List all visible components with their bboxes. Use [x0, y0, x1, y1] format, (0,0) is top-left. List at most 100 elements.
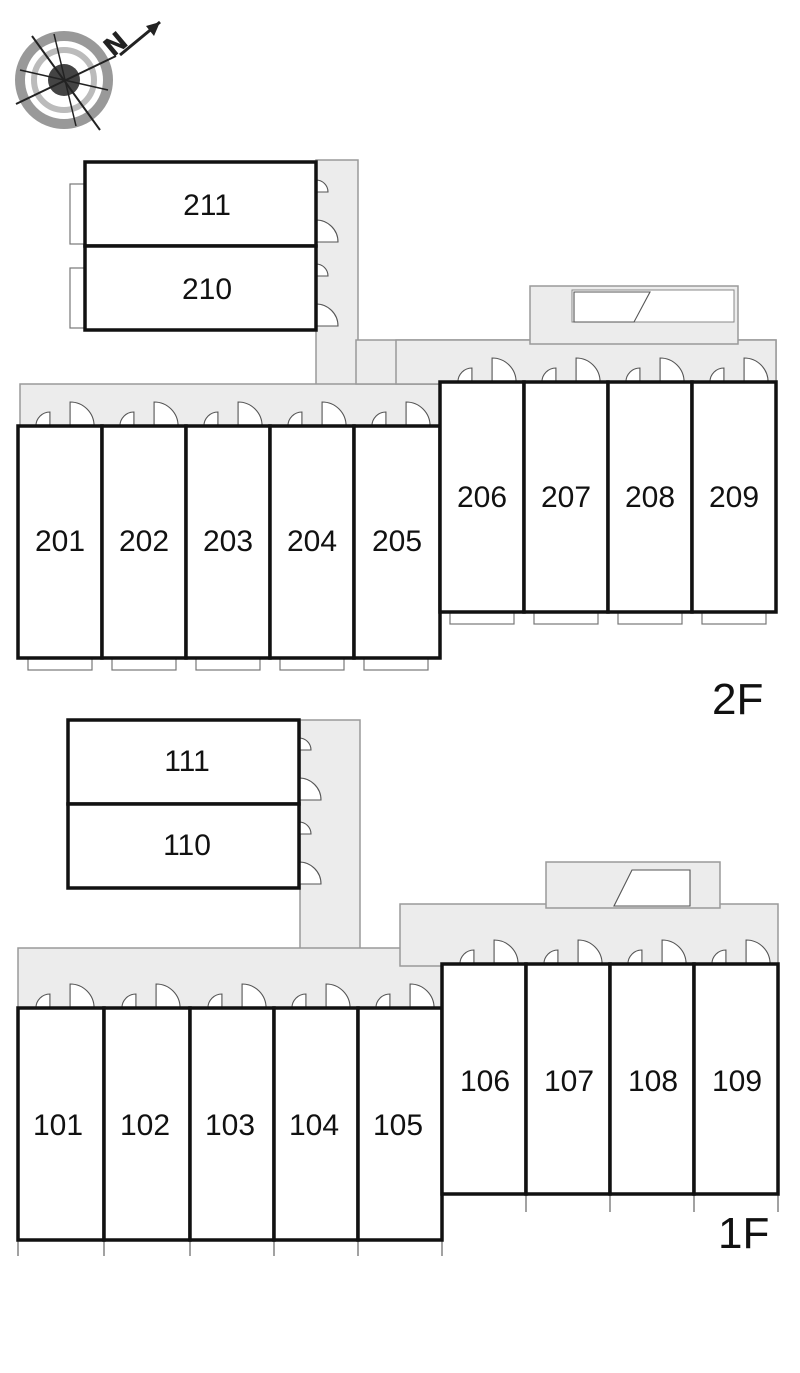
floor-label-2f: 2F	[712, 675, 763, 724]
balcony	[279, 657, 345, 671]
unit-205	[352, 424, 442, 660]
unit-label-111: 111	[164, 745, 210, 778]
door-icon	[298, 777, 322, 801]
unit-label-103: 103	[205, 1109, 255, 1142]
unit-102	[102, 1006, 192, 1242]
unit-201	[16, 424, 104, 660]
unit-label-101: 101	[33, 1109, 83, 1142]
door-icon	[237, 401, 263, 427]
door-icon	[298, 737, 312, 751]
unit-101	[16, 1006, 106, 1242]
unit-106	[440, 962, 528, 1196]
door-icon	[457, 367, 473, 383]
unit-103	[188, 1006, 276, 1242]
unit-label-211: 211	[183, 189, 231, 222]
unit-label-204: 204	[287, 525, 337, 558]
door-icon	[745, 939, 771, 965]
floor-label-1f: 1F	[718, 1209, 769, 1258]
door-icon	[575, 357, 601, 383]
unit-204	[268, 424, 356, 660]
door-icon	[743, 357, 769, 383]
door-icon	[625, 367, 641, 383]
unit-202	[100, 424, 188, 660]
unit-211	[83, 160, 318, 248]
door-icon	[35, 993, 51, 1009]
unit-203	[184, 424, 272, 660]
unit-111	[66, 718, 301, 806]
door-icon	[321, 401, 347, 427]
door-icon	[659, 357, 685, 383]
balcony	[69, 267, 86, 329]
door-icon	[298, 861, 322, 885]
door-icon	[459, 949, 475, 965]
unit-209	[690, 380, 778, 614]
unit-108	[608, 962, 696, 1196]
unit-label-210: 210	[182, 273, 232, 306]
door-icon	[491, 357, 517, 383]
unit-label-209: 209	[709, 481, 759, 514]
unit-label-110: 110	[163, 829, 211, 862]
unit-label-206: 206	[457, 481, 507, 514]
floor-2f: 211 210 201 202 203 204 205 206 207 208 …	[16, 160, 778, 724]
door-icon	[155, 983, 181, 1009]
balcony	[69, 183, 86, 245]
unit-label-102: 102	[120, 1109, 170, 1142]
balcony	[195, 657, 261, 671]
unit-110	[66, 802, 301, 890]
balcony	[27, 657, 93, 671]
door-icon	[153, 401, 179, 427]
door-icon	[69, 401, 95, 427]
unit-label-203: 203	[203, 525, 253, 558]
door-icon	[121, 993, 137, 1009]
unit-109	[692, 962, 780, 1196]
balcony	[111, 657, 177, 671]
door-icon	[375, 993, 391, 1009]
unit-label-107: 107	[544, 1065, 594, 1098]
door-icon	[291, 993, 307, 1009]
unit-label-207: 207	[541, 481, 591, 514]
unit-206	[438, 380, 526, 614]
unit-label-208: 208	[625, 481, 675, 514]
unit-label-105: 105	[373, 1109, 423, 1142]
balcony	[363, 657, 429, 671]
door-icon	[709, 367, 725, 383]
door-icon	[315, 303, 339, 327]
door-icon	[661, 939, 687, 965]
door-icon	[325, 983, 351, 1009]
door-icon	[287, 411, 303, 427]
doors-balconies	[17, 179, 779, 1256]
unit-label-109: 109	[712, 1065, 762, 1098]
unit-104	[272, 1006, 360, 1242]
unit-label-106: 106	[460, 1065, 510, 1098]
door-icon	[371, 411, 387, 427]
unit-207	[522, 380, 610, 614]
unit-210	[83, 244, 318, 332]
unit-label-202: 202	[119, 525, 169, 558]
balcony	[617, 611, 683, 625]
door-icon	[493, 939, 519, 965]
door-icon	[627, 949, 643, 965]
door-icon	[298, 821, 312, 835]
door-icon	[405, 401, 431, 427]
door-icon	[203, 411, 219, 427]
unit-label-201: 201	[35, 525, 85, 558]
floor-1f: 111 110 101 102 103 104 105 106 107 108 …	[16, 718, 780, 1258]
door-icon	[315, 219, 339, 243]
door-icon	[577, 939, 603, 965]
door-icon	[35, 411, 51, 427]
door-icon	[241, 983, 267, 1009]
stairs-1f	[613, 869, 691, 907]
compass-icon	[15, 20, 161, 131]
door-icon	[315, 179, 329, 193]
door-icon	[543, 949, 559, 965]
door-icon	[69, 983, 95, 1009]
unit-label-104: 104	[289, 1109, 339, 1142]
unit-107	[524, 962, 612, 1196]
balcony	[701, 611, 767, 625]
balcony	[449, 611, 515, 625]
stairs-2f	[571, 289, 735, 323]
door-icon	[409, 983, 435, 1009]
door-icon	[541, 367, 557, 383]
door-icon	[119, 411, 135, 427]
